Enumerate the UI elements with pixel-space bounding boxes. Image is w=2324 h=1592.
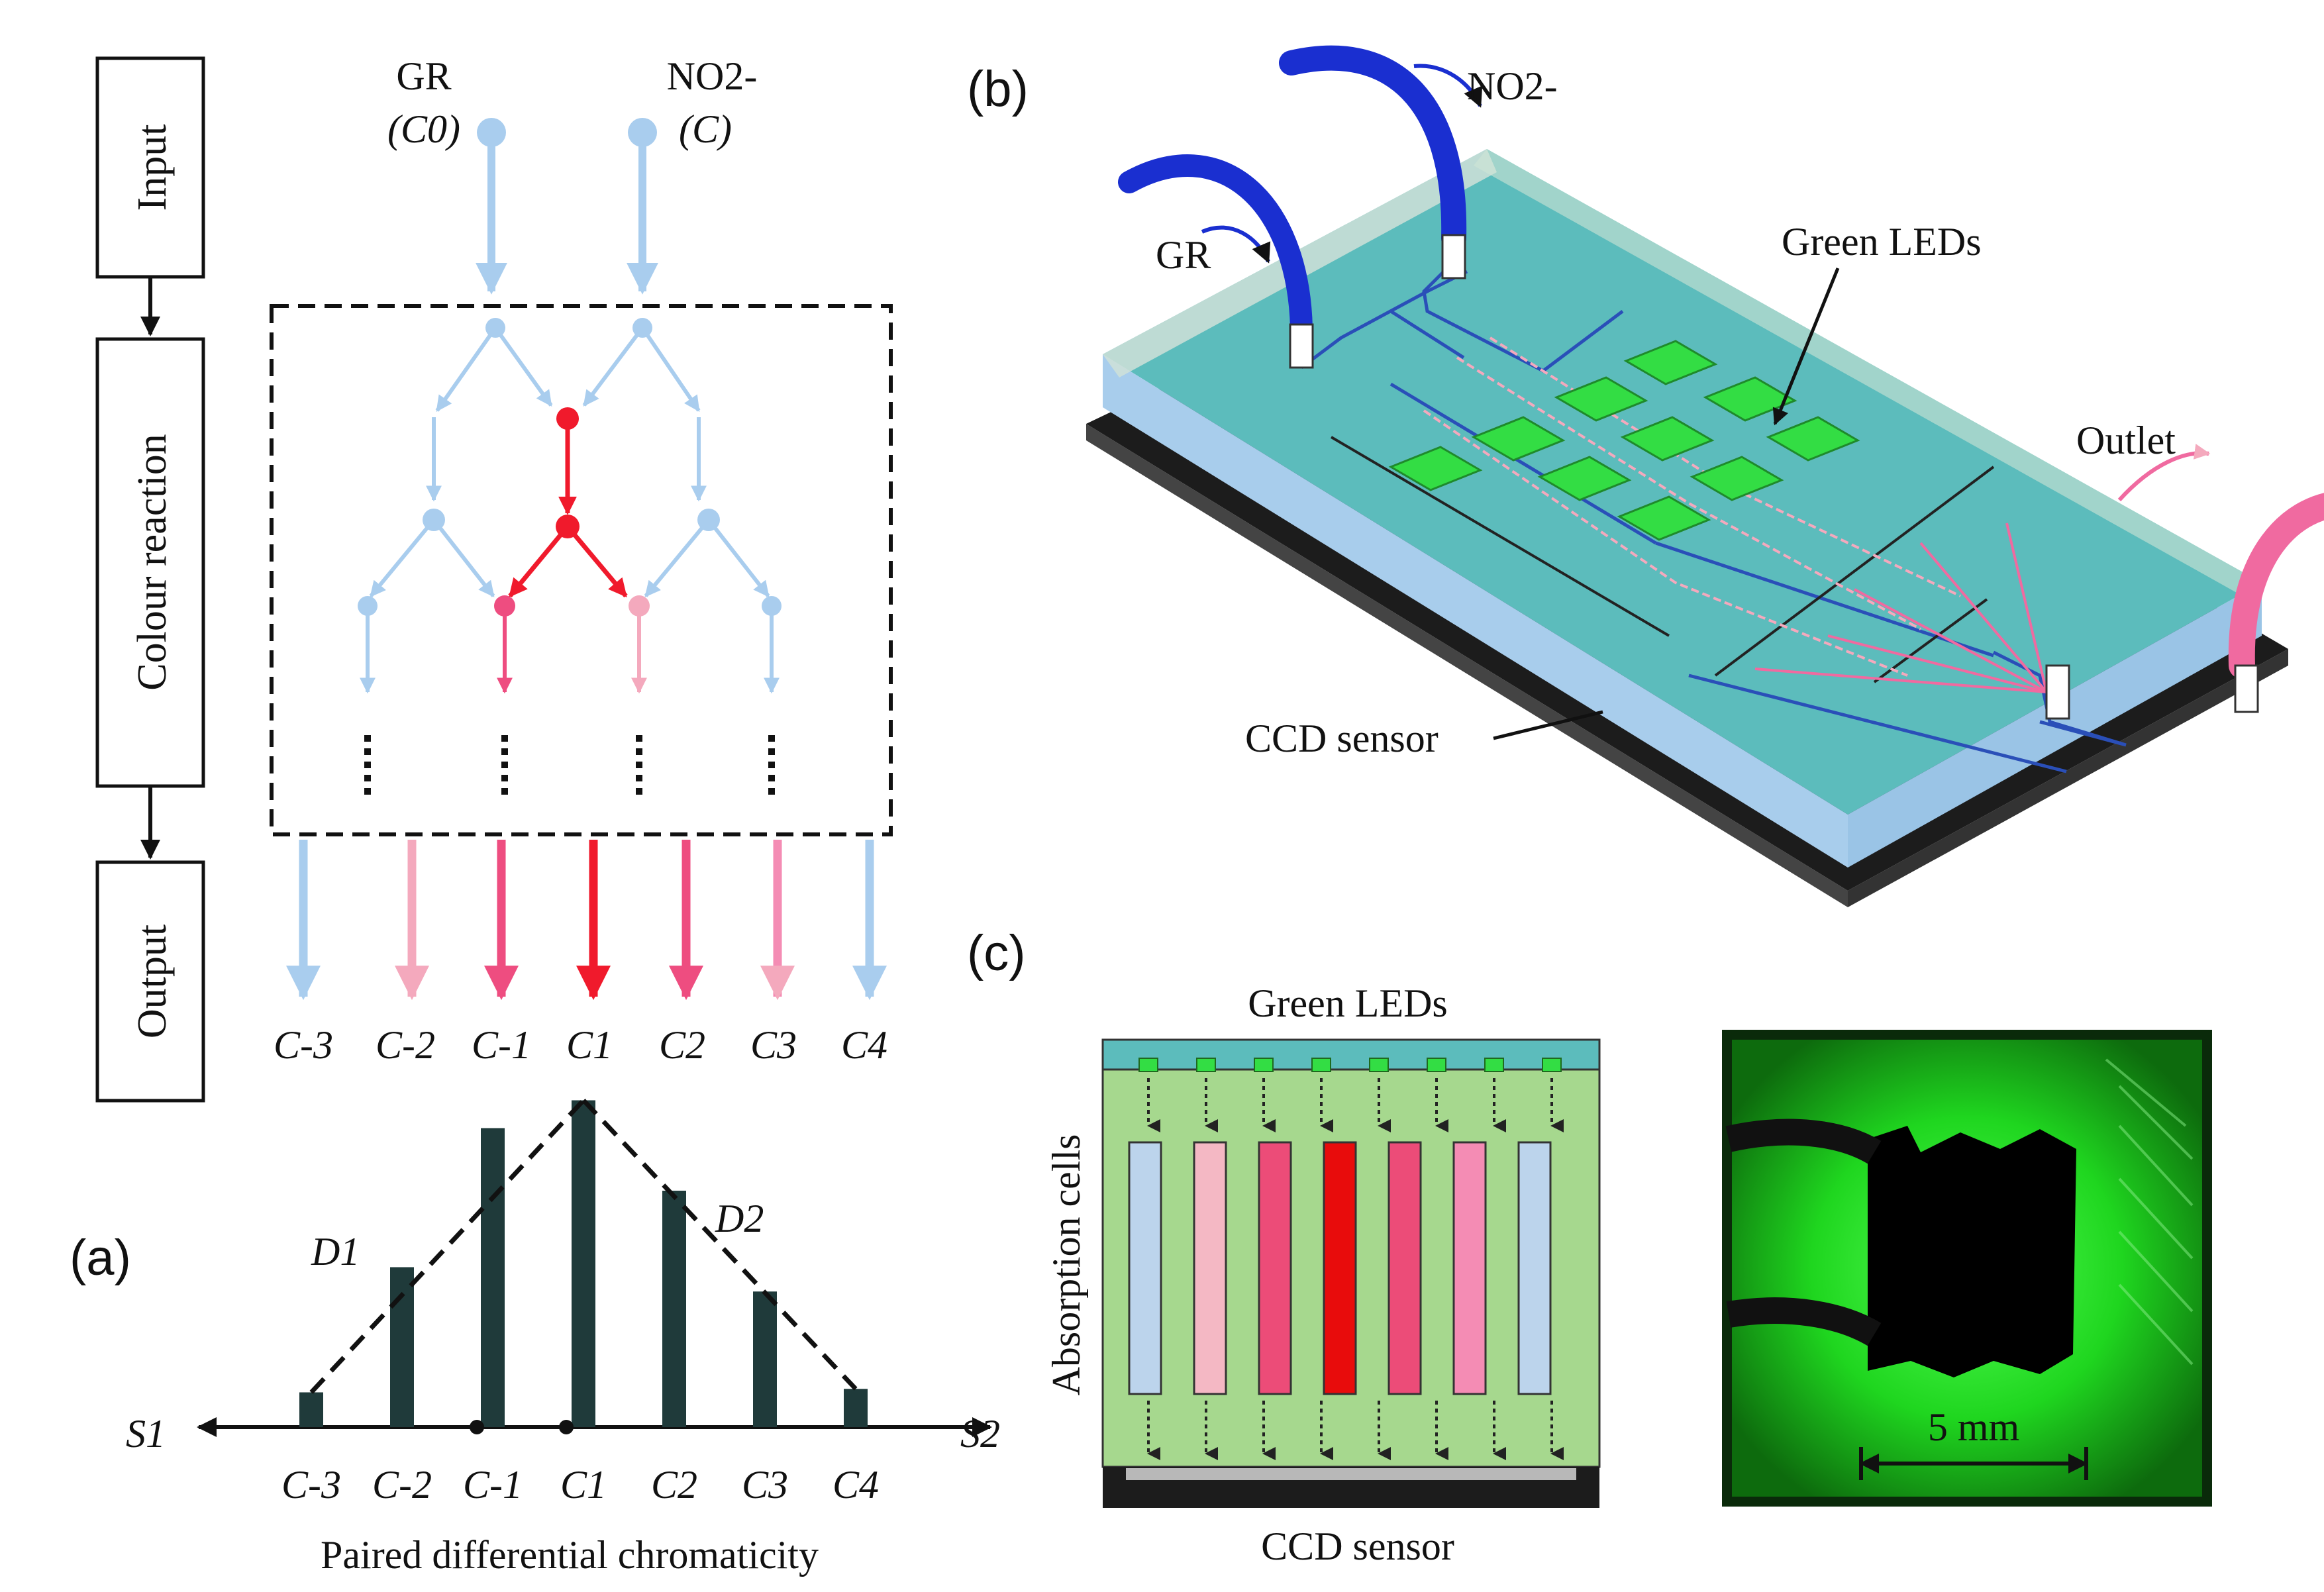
input-no2-label: NO2- [667, 54, 758, 98]
led-chip [1311, 1058, 1331, 1072]
input-gr-dot [477, 118, 506, 147]
led-array [1388, 340, 1860, 541]
device-gr-label: GR [1156, 233, 1211, 277]
input-gr-label: GR [396, 54, 451, 98]
no2-inlet-tube [1279, 45, 1467, 251]
device-3d: GR NO2- Green LEDs Outlet CCD sensor [1086, 45, 2324, 907]
chart-xlabel: Paired differential chromaticity [321, 1533, 819, 1577]
chart-bar [481, 1128, 505, 1427]
device-outlet-label: Outlet [2076, 419, 2176, 462]
chart-right-arrow-label: S2 [960, 1412, 1000, 1456]
absorption-cell [1128, 1141, 1162, 1395]
chart-tick-label: C-3 [281, 1463, 341, 1507]
output-label: C2 [659, 1023, 705, 1067]
flow-box-output-label: Output [130, 924, 175, 1038]
chart-bar [299, 1392, 323, 1427]
slope-label-d2: D2 [715, 1197, 764, 1240]
led-chip [1427, 1058, 1446, 1072]
slope-label-d1: D1 [311, 1230, 360, 1273]
device-no2-label: NO2- [1467, 64, 1558, 108]
chart-bar [390, 1267, 414, 1427]
cross-section-leds-label: Green LEDs [1248, 981, 1448, 1025]
output-label: C-2 [376, 1023, 435, 1067]
cross-section-ccd-label: CCD sensor [1261, 1524, 1454, 1568]
led-layer [1101, 1038, 1601, 1071]
flow-box-output [95, 860, 205, 1103]
photo-sensor-window [1868, 1126, 2076, 1377]
scale-bar-label: 5 mm [1928, 1405, 2019, 1449]
chart-tick-label: C4 [833, 1463, 879, 1507]
chart-tick-label: C-1 [463, 1463, 523, 1507]
chart-bar [753, 1291, 777, 1427]
led-chip [1196, 1058, 1216, 1072]
trend-line-d1 [309, 1099, 585, 1394]
output-labels: C-3 C-2 C-1 C1 C2 C3 C4 [274, 1023, 887, 1067]
device-leds-label: Green LEDs [1782, 220, 1982, 264]
absorption-cell [1388, 1141, 1422, 1395]
panel-label-b: (b) [967, 61, 1029, 117]
chart-tick-label: C3 [742, 1463, 788, 1507]
panel-label-c: (c) [967, 925, 1026, 981]
led-chip [1138, 1058, 1158, 1072]
bar-chart: S1 S2 D1 D2 C-3 C-2 C-1 C1 C2 C3 C4 Paired dif… [126, 1099, 1000, 1577]
panel-label-a: (a) [70, 1230, 131, 1286]
led-chip [1484, 1058, 1504, 1072]
reaction-chip-boundary [270, 304, 893, 836]
absorption-cells-label: Absorption cells [1044, 1134, 1088, 1396]
absorption-cell [1258, 1141, 1292, 1395]
output-label: C3 [750, 1023, 797, 1067]
absorption-cell [1452, 1141, 1487, 1395]
chart-bar [572, 1100, 595, 1427]
reaction-network: GR (C0) NO2- (C) [270, 54, 893, 1067]
chart-left-arrow-label: S1 [126, 1412, 166, 1456]
chart-tick-label: C2 [651, 1463, 697, 1507]
flow-box-input-label: Input [130, 124, 175, 211]
gr-inlet-tube [1118, 154, 1313, 339]
chart-bar [662, 1191, 686, 1427]
outlet-tube [2228, 493, 2324, 679]
device-ccd-label: CCD sensor [1245, 717, 1439, 760]
flow-box-colour-reaction-label: Colour reaction [130, 434, 175, 690]
led-chip [1254, 1058, 1274, 1072]
trend-line-d2 [581, 1099, 858, 1391]
absorption-cell [1193, 1141, 1227, 1395]
led-chip [1369, 1058, 1389, 1072]
axis-dot [470, 1420, 484, 1434]
cross-section: Green LEDs Absorption cells CCD sensor [1044, 981, 1601, 1568]
input-gr-conc: (C0) [387, 107, 460, 151]
chart-tick-label: C1 [560, 1463, 607, 1507]
flow-column: Input Colour reaction Output [95, 56, 205, 1103]
input-no2-dot [628, 118, 657, 147]
output-label: C-3 [274, 1023, 333, 1067]
output-label: C4 [841, 1023, 887, 1067]
output-label: C-1 [472, 1023, 531, 1067]
absorption-cell [1323, 1141, 1357, 1395]
axis-dot [559, 1420, 574, 1434]
device-photo: 5 mm [1722, 1030, 2212, 1507]
chart-bar [844, 1389, 868, 1427]
flow-box-colour-reaction [95, 337, 205, 788]
absorption-cell [1517, 1141, 1552, 1395]
chart-tick-label: C-2 [372, 1463, 432, 1507]
input-no2-conc: (C) [679, 107, 732, 151]
flow-box-input [95, 56, 205, 279]
output-label: C1 [566, 1023, 613, 1067]
led-chip [1542, 1058, 1562, 1072]
output-arrows [286, 840, 887, 1001]
